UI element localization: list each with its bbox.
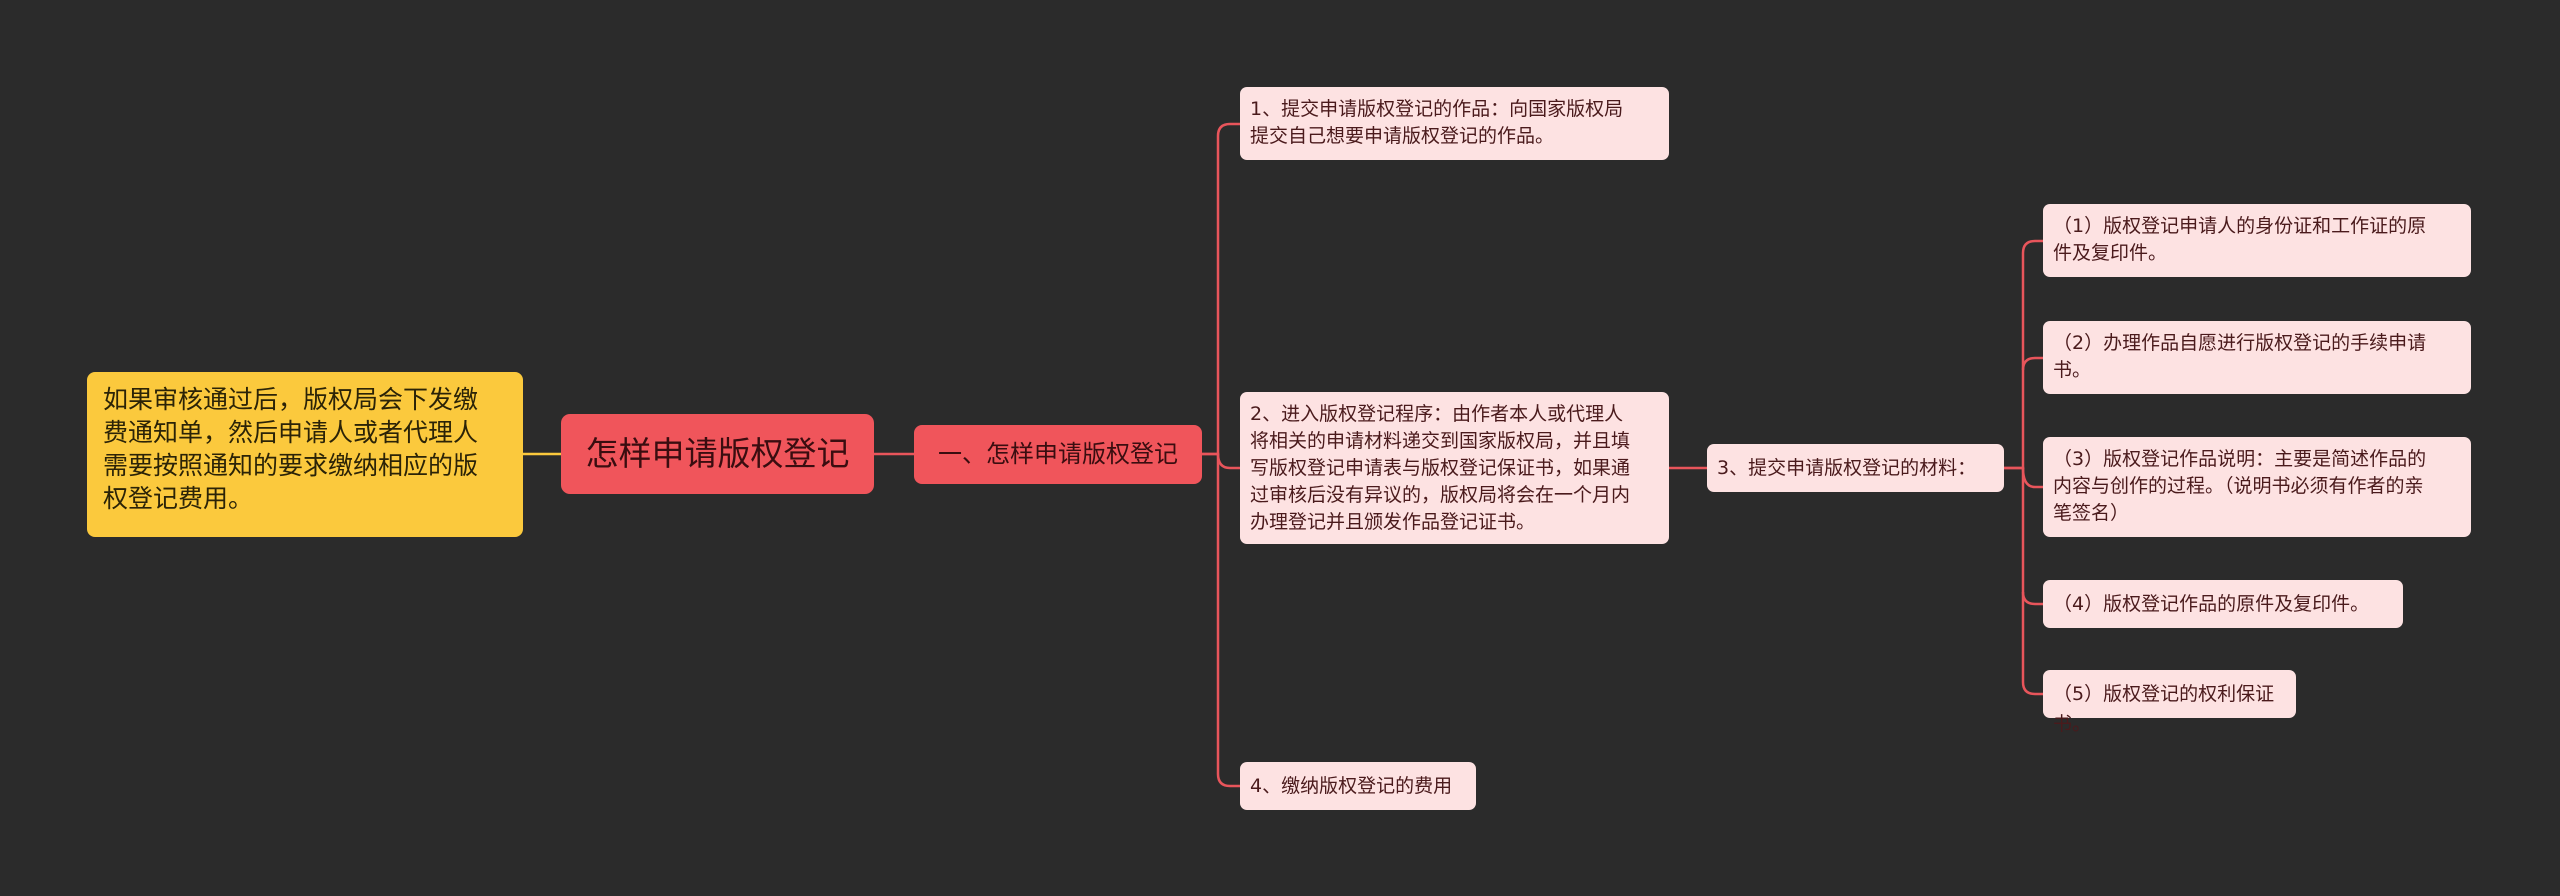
connector-materials-4 [2021, 468, 2043, 606]
connector-section-branch-4 [1216, 454, 1240, 788]
connector-materials-1 [2004, 239, 2043, 470]
connector-materials-2 [2021, 356, 2043, 371]
section-node[interactable]: 一、怎样申请版权登记 [914, 425, 1202, 484]
material-node-4[interactable]: （4）版权登记作品的原件及复印件。 [2043, 580, 2403, 628]
connector-section-branch-2 [1202, 452, 1240, 470]
branch-node-4[interactable]: 4、缴纳版权登记的费用 [1240, 762, 1476, 810]
branch-node-3[interactable]: 3、提交申请版权登记的材料： [1707, 444, 2004, 492]
connector-materials-5 [2021, 592, 2043, 696]
left-note-node[interactable]: 如果审核通过后，版权局会下发缴 费通知单，然后申请人或者代理人 需要按照通知的要… [87, 372, 523, 537]
branch-node-1[interactable]: 1、提交申请版权登记的作品：向国家版权局 提交自己想要申请版权登记的作品。 [1240, 87, 1669, 160]
connector-section-branch-1 [1202, 122, 1240, 456]
material-node-2[interactable]: （2）办理作品自愿进行版权登记的手续申请 书。 [2043, 321, 2471, 394]
root-node[interactable]: 怎样申请版权登记 [561, 414, 874, 494]
branch-node-2[interactable]: 2、进入版权登记程序：由作者本人或代理人 将相关的申请材料递交到国家版权局，并且… [1240, 392, 1669, 544]
material-node-1[interactable]: （1）版权登记申请人的身份证和工作证的原 件及复印件。 [2043, 204, 2471, 277]
material-node-5[interactable]: （5）版权登记的权利保证书。 [2043, 670, 2296, 735]
material-node-3[interactable]: （3）版权登记作品说明：主要是简述作品的 内容与创作的过程。（说明书必须有作者的… [2043, 437, 2471, 537]
